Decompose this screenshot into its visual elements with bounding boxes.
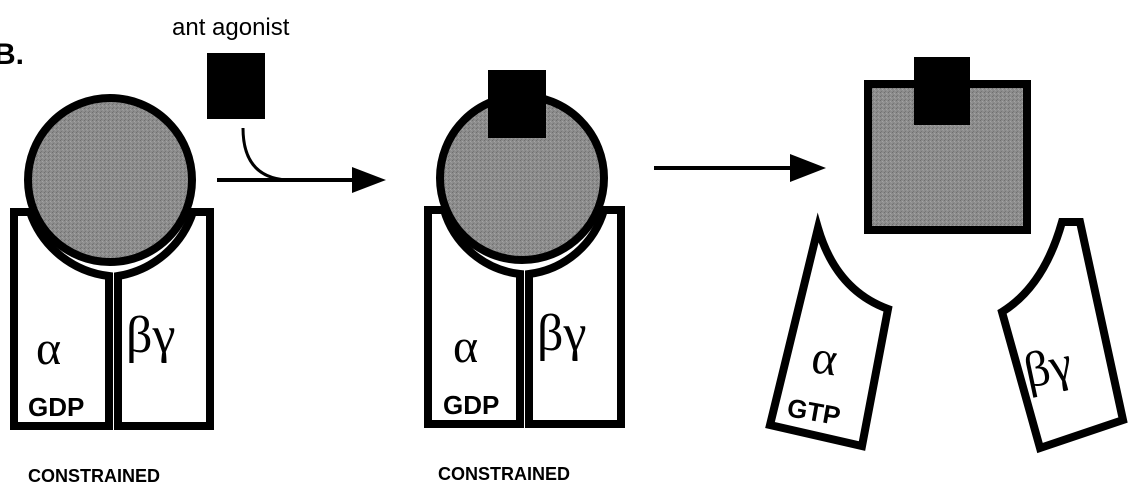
nucleotide-label-1: GDP (28, 392, 84, 422)
betagamma-subunit-1 (114, 208, 214, 430)
betagamma-symbol-2: βγ (537, 305, 586, 362)
state-2: α GDP βγ CONSTRAINED (424, 70, 625, 484)
state-caption-2: CONSTRAINED (438, 464, 570, 484)
panel-label: B. (0, 38, 24, 71)
betagamma-subunit-3 (997, 218, 1128, 454)
alpha-symbol-2: α (453, 320, 478, 373)
alpha-subunit-3 (765, 212, 893, 451)
alpha-subunit-1 (10, 208, 113, 430)
antagonist-label: ant agonist (172, 14, 290, 41)
bound-antagonist-ligand-3 (914, 57, 970, 125)
state-1: α GDP βγ CONSTRAINED (10, 94, 214, 486)
betagamma-symbol-3: βγ (1019, 334, 1077, 399)
state-3: α GTP βγ (765, 57, 1128, 454)
activation-arrow (654, 154, 826, 182)
betagamma-symbol-1: βγ (126, 307, 175, 364)
binding-arrow (217, 127, 386, 193)
bound-antagonist-ligand-2 (488, 70, 546, 138)
free-antagonist-ligand (207, 53, 265, 119)
nucleotide-label-2: GDP (443, 390, 499, 420)
receptor-sphere-1 (24, 94, 196, 266)
state-caption-1: CONSTRAINED (28, 466, 160, 486)
alpha-symbol-1: α (36, 322, 61, 375)
betagamma-subunit-2 (525, 206, 625, 428)
